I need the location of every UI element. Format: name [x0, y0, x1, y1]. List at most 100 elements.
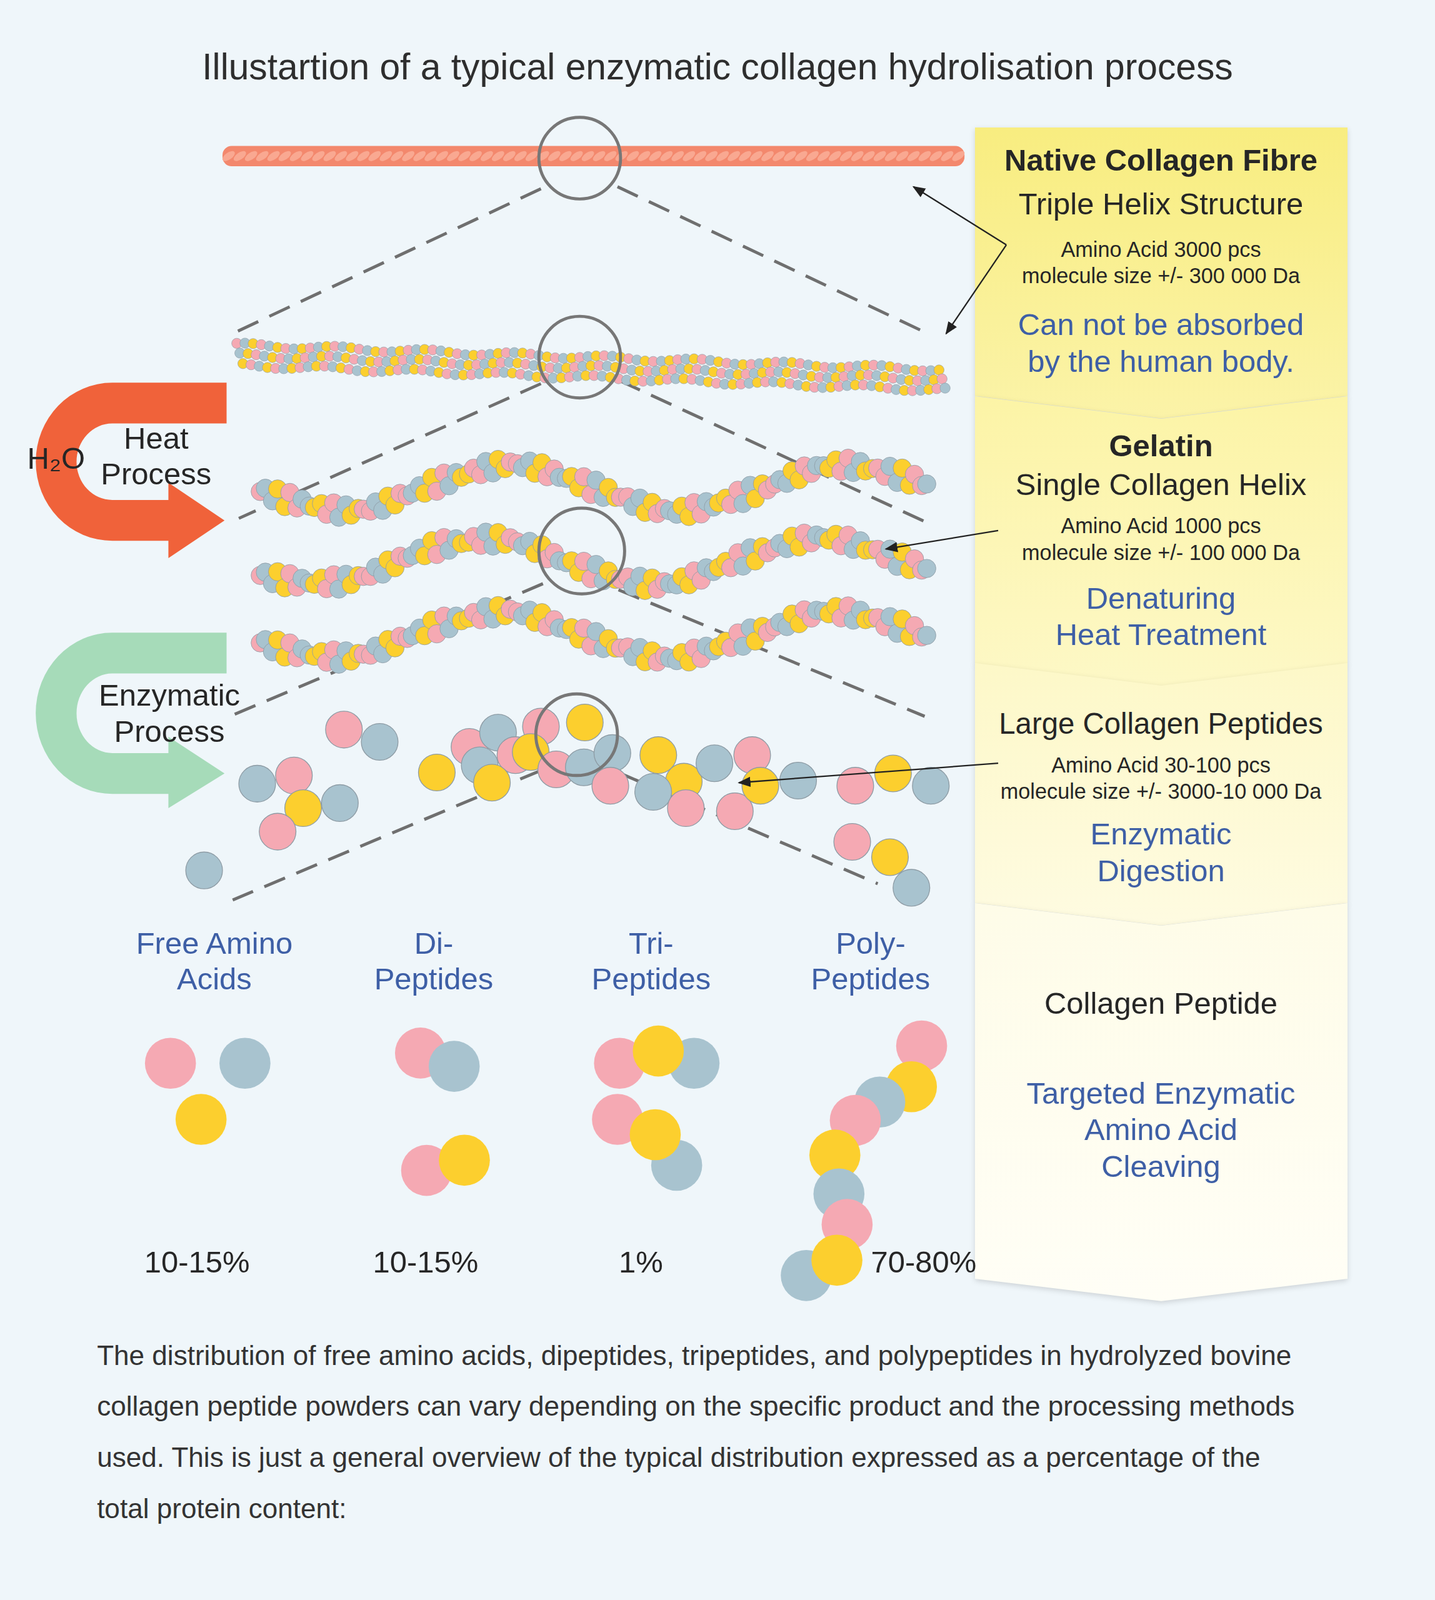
bead: [741, 767, 779, 805]
caption: The distribution of free amino acids, di…: [96, 1330, 1302, 1535]
band-text: molecule size +/- 100 000 Da: [976, 540, 1346, 566]
braid-twist: [625, 149, 641, 164]
process-label: Enzymatic Process: [93, 677, 247, 750]
bead: [833, 823, 871, 861]
band-note: Denaturing Heat Treatment: [1052, 580, 1269, 654]
magnifier-circles: [535, 117, 625, 776]
braid-twist: [478, 149, 495, 164]
fibre-braid: [220, 149, 967, 164]
braid-twist: [434, 149, 450, 164]
braid-twist: [400, 149, 417, 164]
band-outline: [975, 396, 1348, 687]
process-band: GelatinSingle Collagen HelixAmino Acid 1…: [975, 396, 1348, 687]
braid-twist: [950, 149, 967, 164]
braid-twist: [423, 149, 439, 164]
braid-twist: [557, 149, 574, 164]
braid-twist: [366, 149, 383, 164]
percentage: 10-15%: [373, 1244, 479, 1280]
braid-twist: [715, 149, 731, 164]
bead: [917, 475, 936, 494]
bead: [780, 762, 817, 800]
band-text: Single Collagen Helix: [976, 466, 1346, 504]
braid-twist: [770, 149, 787, 164]
bead: [259, 813, 297, 850]
braid-twist: [681, 149, 697, 164]
bead: [836, 767, 874, 805]
bead: [635, 773, 672, 811]
bead: [630, 1109, 682, 1161]
percentage: 10-15%: [144, 1244, 250, 1280]
bead: [428, 1040, 480, 1092]
native-fibre: [222, 145, 965, 167]
braid-twist: [299, 149, 315, 164]
bead: [219, 1037, 271, 1089]
braid-twist: [344, 149, 360, 164]
braid-twist: [905, 149, 922, 164]
bead: [933, 365, 944, 375]
braid-twist: [726, 149, 742, 164]
band-outline: [975, 903, 1348, 1302]
braid-twist: [860, 149, 877, 164]
process-label: Heat Process: [90, 420, 223, 493]
braid-twist: [737, 149, 754, 164]
band-outline: [975, 663, 1348, 926]
bead: [874, 755, 912, 792]
zoom-lines: [232, 186, 927, 900]
braid-twist: [580, 149, 596, 164]
bead: [185, 851, 223, 889]
braid-twist: [759, 149, 775, 164]
braid-twist: [591, 149, 607, 164]
bead: [438, 1135, 490, 1187]
braid-twist: [692, 149, 709, 164]
bead: [917, 559, 936, 578]
band-text: Large Collagen Peptides: [975, 706, 1347, 742]
braid-twist: [310, 149, 327, 164]
bead: [566, 704, 604, 742]
braid-twist: [411, 149, 428, 164]
braid-twist: [636, 149, 652, 164]
bead: [917, 626, 936, 645]
band-text: molecule size +/- 300 000 Da: [976, 263, 1346, 289]
braid-twist: [894, 149, 910, 164]
bead: [940, 383, 950, 394]
braid-twist: [467, 149, 484, 164]
braid-twist: [748, 149, 765, 164]
percentage: 1%: [618, 1244, 664, 1280]
braid-twist: [647, 149, 664, 164]
band-outline: [975, 127, 1348, 419]
braid-twist: [501, 149, 517, 164]
braid-twist: [939, 149, 955, 164]
bead: [871, 838, 909, 876]
bead: [696, 745, 734, 782]
band-note: Enzymatic Digestion: [1079, 815, 1243, 890]
braid-twist: [276, 149, 293, 164]
braid-twist: [445, 149, 462, 164]
band-text: Amino Acid 1000 pcs: [976, 513, 1346, 539]
band-note: Targeted Enzymatic Amino Acid Cleaving: [1022, 1075, 1300, 1185]
process-band: Large Collagen PeptidesAmino Acid 30-100…: [975, 663, 1348, 926]
bead: [912, 767, 950, 805]
braid-twist: [243, 149, 259, 164]
process-band: Collagen PeptideTargeted Enzymatic Amino…: [975, 903, 1348, 1302]
band-text: Gelatin: [976, 427, 1346, 465]
band-text: Amino Acid 30-100 pcs: [975, 752, 1347, 779]
bead: [893, 869, 930, 907]
braid-twist: [378, 149, 394, 164]
braid-twist: [793, 149, 809, 164]
braid-twist: [602, 149, 619, 164]
braid-twist: [849, 149, 865, 164]
bead: [667, 790, 705, 827]
braid-twist: [658, 149, 675, 164]
braid-twist: [826, 149, 843, 164]
braid-twist: [490, 149, 506, 164]
bead: [591, 767, 629, 805]
bead: [632, 1025, 684, 1077]
braid-twist: [928, 149, 944, 164]
band-note: Can not be absorbed by the human body.: [1008, 306, 1315, 380]
chemical-label: H₂O: [27, 440, 86, 477]
braid-twist: [670, 149, 686, 164]
band-text: Native Collagen Fibre: [976, 141, 1346, 179]
bead: [275, 756, 313, 794]
braid-twist: [512, 149, 529, 164]
